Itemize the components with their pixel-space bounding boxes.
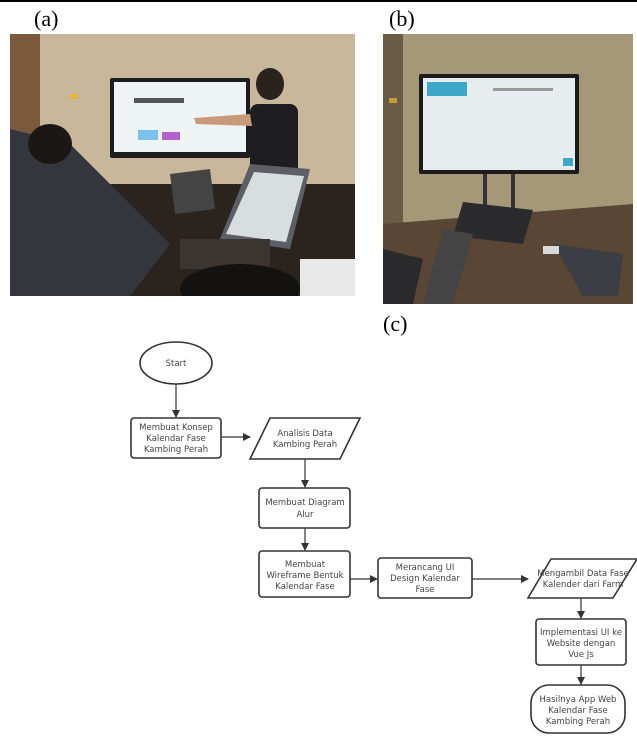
analisis-line-2: Kambing Perah xyxy=(273,440,337,450)
wireframe-line-2: Wireframe Bentuk xyxy=(266,571,343,581)
implementasi-line-3: Vue Js xyxy=(568,650,594,660)
flowchart: Start Membuat Konsep Kalendar Fase Kambi… xyxy=(130,341,637,734)
implementasi-line-2: Website dengan xyxy=(547,639,616,649)
panel-label-a: (a) xyxy=(34,6,59,31)
analisis-data-io xyxy=(248,417,362,460)
ui-line-2: Design Kalendar xyxy=(390,574,460,584)
ui-design-process xyxy=(377,557,473,599)
photo-presentation-a xyxy=(10,34,355,296)
diagram-line-2: Alur xyxy=(296,510,314,520)
panel-label-c: (c) xyxy=(383,311,408,336)
implementasi-line-1: Implementasi UI ke xyxy=(540,628,622,638)
implementasi-process xyxy=(535,618,627,666)
konsep-line-2: Kalendar Fase xyxy=(146,434,205,444)
hasil-line-2: Kalendar Fase xyxy=(548,706,607,716)
wireframe-line-3: Kalendar Fase xyxy=(275,582,334,592)
diagram-line-1: Membuat Diagram xyxy=(265,498,344,508)
panel-label-b: (b) xyxy=(389,6,415,31)
ui-line-3: Fase xyxy=(416,585,435,595)
konsep-line-1: Membuat Konsep xyxy=(139,423,213,433)
hasil-line-1: Hasilnya App Web xyxy=(540,695,617,705)
data-line-1: Mengambil Data Fase xyxy=(537,569,629,579)
start-terminal xyxy=(139,341,213,385)
diagram-process xyxy=(258,487,351,529)
konsep-line-3: Kambing Perah xyxy=(144,445,208,455)
photo-presentation-b xyxy=(383,34,633,304)
analisis-line-1: Analisis Data xyxy=(277,429,332,439)
hasil-terminal xyxy=(530,684,626,734)
ui-line-1: Merancang UI xyxy=(396,563,455,573)
data-line-2: Kalender dari Farm xyxy=(543,580,624,590)
wireframe-process xyxy=(258,550,351,598)
data-fase-io xyxy=(526,558,637,599)
konsep-process xyxy=(130,417,222,459)
start-text: Start xyxy=(166,359,187,369)
wireframe-line-1: Membuat xyxy=(285,560,326,570)
hasil-line-3: Kambing Perah xyxy=(546,717,610,727)
top-rule xyxy=(0,0,637,2)
